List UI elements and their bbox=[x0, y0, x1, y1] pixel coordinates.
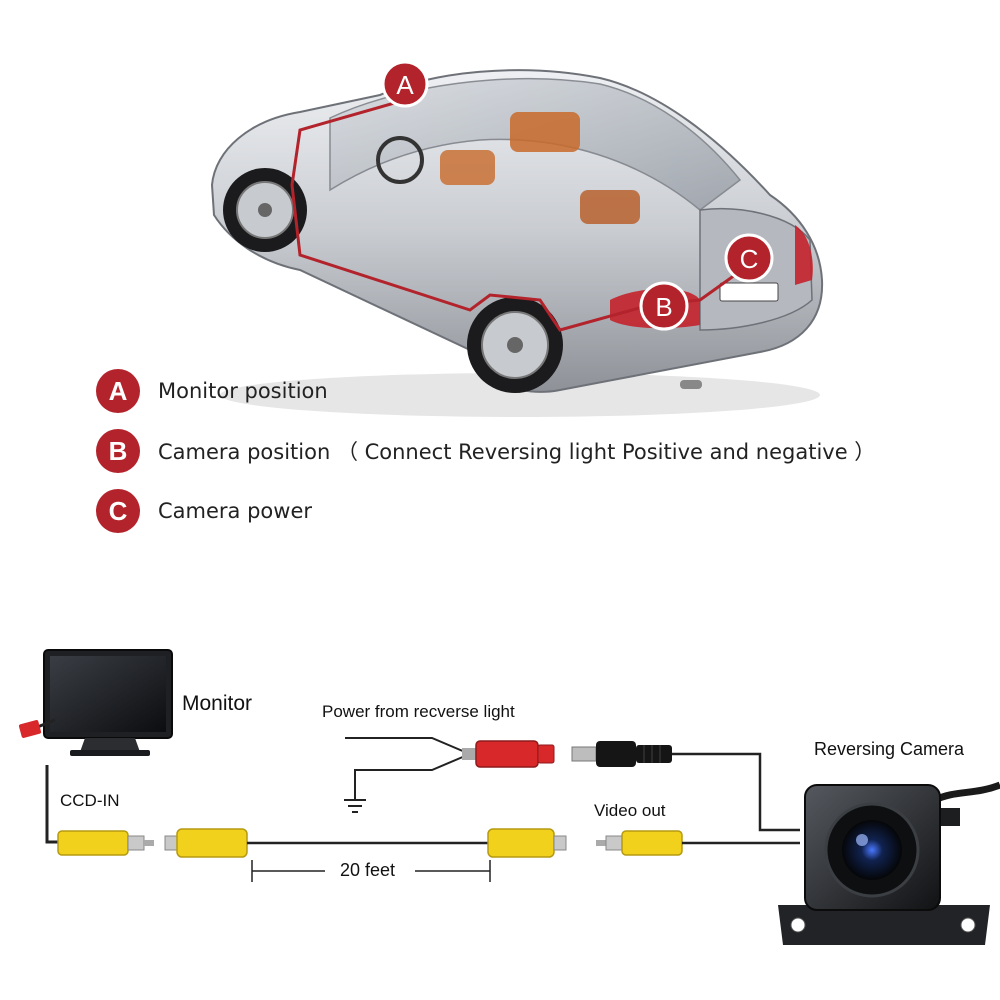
legend-text-a: Monitor position bbox=[158, 379, 328, 403]
camera-lens bbox=[842, 820, 902, 880]
seat-front bbox=[440, 150, 495, 185]
marker-c-label: C bbox=[740, 244, 759, 274]
cable-length-label: 20 feet bbox=[340, 860, 396, 880]
marker-c: C bbox=[724, 233, 774, 283]
monitor-power-plug bbox=[18, 720, 42, 738]
wiring-diagram bbox=[18, 649, 1000, 945]
legend-badge-c: C bbox=[96, 489, 140, 533]
legend-item-b: B Camera position （ Connect Reversing li… bbox=[96, 428, 875, 474]
legend-badge-a: A bbox=[96, 369, 140, 413]
legend-item-c: C Camera power bbox=[96, 488, 312, 534]
car-glass bbox=[329, 78, 742, 211]
monitor-device bbox=[18, 649, 173, 756]
tail-light-right bbox=[795, 225, 813, 285]
ground-symbol bbox=[344, 799, 366, 813]
seat-rear bbox=[510, 112, 580, 152]
power-red-plug bbox=[462, 740, 555, 768]
legend-item-a: A Monitor position bbox=[96, 368, 328, 414]
steering-wheel bbox=[376, 136, 424, 184]
exhaust bbox=[680, 380, 702, 389]
marker-b: B bbox=[639, 281, 689, 331]
marker-b-label: B bbox=[655, 292, 672, 322]
wiring-route bbox=[290, 98, 752, 332]
ccd-in-label: CCD-IN bbox=[60, 791, 120, 810]
marker-a-label: A bbox=[396, 70, 414, 100]
legend-text-b: Camera position （ Connect Reversing ligh… bbox=[158, 440, 876, 464]
camera-label: Reversing Camera bbox=[814, 739, 965, 759]
seat-back bbox=[580, 190, 640, 224]
monitor-cable bbox=[45, 765, 58, 844]
reversing-camera bbox=[778, 781, 1000, 945]
power-black-jack bbox=[571, 741, 672, 767]
legend-badge-b: B bbox=[96, 429, 140, 473]
power-positive-wire bbox=[345, 737, 466, 753]
car-illustration: A B C bbox=[210, 60, 824, 417]
rca-plug-video-out bbox=[596, 830, 683, 856]
marker-a: A bbox=[381, 60, 429, 108]
rear-wheel bbox=[467, 297, 563, 393]
power-ground-wire bbox=[354, 755, 466, 800]
rca-jack-extension-start bbox=[164, 828, 248, 858]
video-out-label: Video out bbox=[594, 801, 666, 820]
power-label: Power from recverse light bbox=[322, 702, 515, 721]
rca-plug-ccd-in bbox=[57, 830, 154, 856]
camera-power-cable bbox=[672, 752, 800, 832]
rca-jack-extension-end bbox=[487, 828, 567, 858]
monitor-label: Monitor bbox=[182, 692, 253, 715]
license-plate bbox=[719, 282, 779, 302]
camera-mount-bracket bbox=[778, 905, 990, 945]
legend-text-c: Camera power bbox=[158, 499, 312, 523]
front-wheel bbox=[223, 168, 307, 252]
